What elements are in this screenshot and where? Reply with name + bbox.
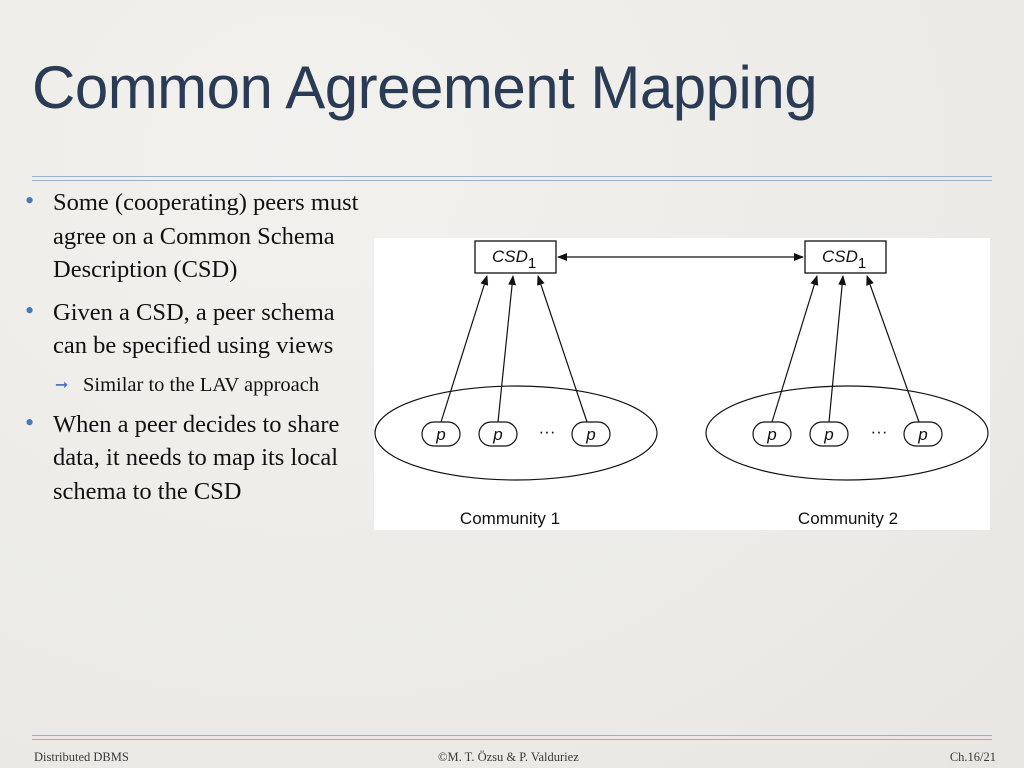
footer-divider-bottom (32, 739, 992, 740)
peer-node: p (809, 421, 849, 447)
peer-label: p (823, 425, 833, 444)
csd-right-label: CSD (822, 247, 858, 266)
csd-diagram-svg: CSD1 CSD1 p p ··· (374, 240, 989, 528)
csd-left-label: CSD (492, 247, 528, 266)
community-1-label: Community 1 (460, 509, 560, 528)
footer-course: Distributed DBMS (34, 750, 129, 764)
peer-arrow (440, 275, 489, 423)
bullet-dot-icon: • (25, 407, 35, 437)
bullet-item: • When a peer decides to share data, it … (22, 408, 362, 509)
peer-arrow (866, 275, 920, 423)
arrow-right-icon: ➞ (55, 374, 69, 394)
peer-label: p (766, 425, 776, 444)
csd-box-right: CSD1 (804, 240, 887, 274)
footer-copyright: ©M. T. Özsu & P. Valduriez (438, 750, 579, 764)
peer-arrow (771, 275, 819, 423)
bullet-dot-icon: • (25, 186, 35, 215)
peer-label: p (435, 425, 445, 444)
sub-bullet-item: ➞ Similar to the LAV approach (53, 371, 362, 399)
peer-node: p (421, 421, 461, 447)
bullet-text: When a peer decides to share data, it ne… (53, 410, 340, 505)
peer-label: p (492, 425, 502, 444)
peer-label: p (585, 425, 595, 444)
slide-title: Common Agreement Mapping (32, 54, 818, 121)
bullet-text: Given a CSD, a peer schema can be specif… (53, 298, 335, 360)
svg-text:CSD1: CSD1 (492, 247, 536, 272)
bullet-item: • Given a CSD, a peer schema can be spec… (22, 296, 362, 399)
peer-ellipsis: ··· (539, 422, 556, 441)
community-1-ellipse (374, 385, 658, 481)
peer-node: p (903, 421, 943, 447)
peer-arrows (440, 275, 920, 423)
peer-label: p (917, 425, 927, 444)
peer-arrow (537, 275, 588, 423)
title-divider-top (32, 176, 992, 177)
bullet-item: • Some (cooperating) peers must agree on… (22, 186, 362, 287)
peer-node: p (478, 421, 518, 447)
csd-left-subscript: 1 (528, 255, 536, 272)
peer-node: p (571, 421, 611, 447)
community-2-ellipse (705, 385, 989, 481)
sub-bullet-list: ➞ Similar to the LAV approach (53, 371, 362, 399)
community-2-label: Community 2 (798, 509, 898, 528)
svg-text:CSD1: CSD1 (822, 247, 866, 272)
peer-node: p (752, 421, 792, 447)
bullet-text: Some (cooperating) peers must agree on a… (53, 189, 359, 283)
peer-ellipsis: ··· (871, 422, 888, 441)
csd-box-left: CSD1 (474, 240, 557, 274)
csd-diagram: CSD1 CSD1 p p ··· (374, 238, 990, 530)
footer-page-number: Ch.16/21 (949, 750, 996, 764)
bullet-dot-icon: • (25, 295, 35, 325)
sub-bullet-text: Similar to the LAV approach (83, 373, 320, 396)
title-divider-bottom (32, 180, 992, 181)
peer-arrow (497, 275, 517, 423)
csd-right-subscript: 1 (858, 255, 866, 272)
bullet-list: • Some (cooperating) peers must agree on… (22, 186, 362, 517)
footer-divider-top (32, 735, 992, 736)
peer-arrow (828, 275, 847, 423)
